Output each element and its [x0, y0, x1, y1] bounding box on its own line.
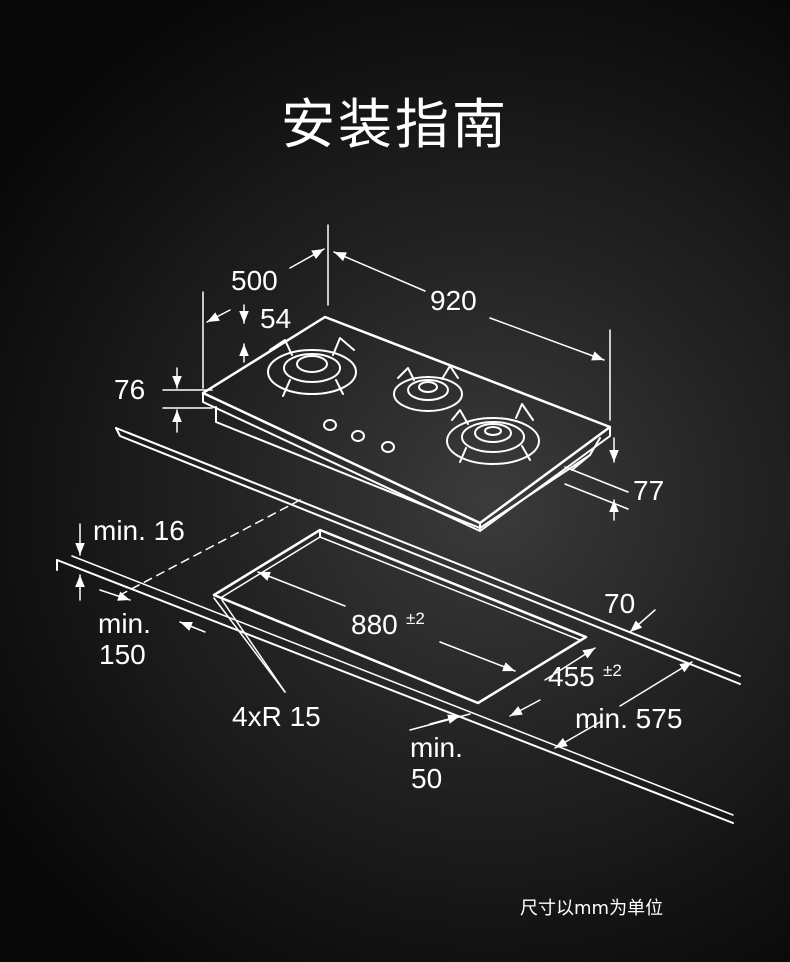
label-height-77: 77: [633, 475, 664, 506]
label-min-50-line2: 50: [411, 763, 442, 794]
label-offset-54: 54: [260, 303, 291, 334]
label-cutout-880: 880: [351, 609, 398, 640]
label-cutout-455: 455: [548, 661, 595, 692]
label-min-150-line2: 150: [99, 639, 146, 670]
burner-right: [446, 403, 540, 465]
label-corner-radius: 4xR 15: [232, 701, 321, 732]
label-width-920: 920: [430, 285, 477, 316]
label-height-76: 76: [114, 374, 145, 405]
label-min-575: min. 575: [575, 703, 682, 734]
control-knobs: [323, 419, 395, 453]
label-cutout-880-tolerance: ±2: [406, 609, 425, 628]
hob-drawing: [201, 315, 612, 532]
countertop-drawing: [56, 427, 741, 824]
label-cutout-455-tolerance: ±2: [603, 661, 622, 680]
burner-left: [267, 337, 357, 397]
burner-middle: [393, 365, 463, 412]
label-min-50-line1: min.: [410, 732, 463, 763]
units-note: 尺寸以mm为单位: [520, 898, 664, 919]
dimension-lines: [75, 224, 693, 749]
label-min-16: min. 16: [93, 515, 185, 546]
label-min-150-line1: min.: [98, 608, 151, 639]
page-title: 安装指南: [281, 93, 509, 156]
label-offset-70: 70: [604, 588, 635, 619]
label-depth-500: 500: [231, 265, 278, 296]
